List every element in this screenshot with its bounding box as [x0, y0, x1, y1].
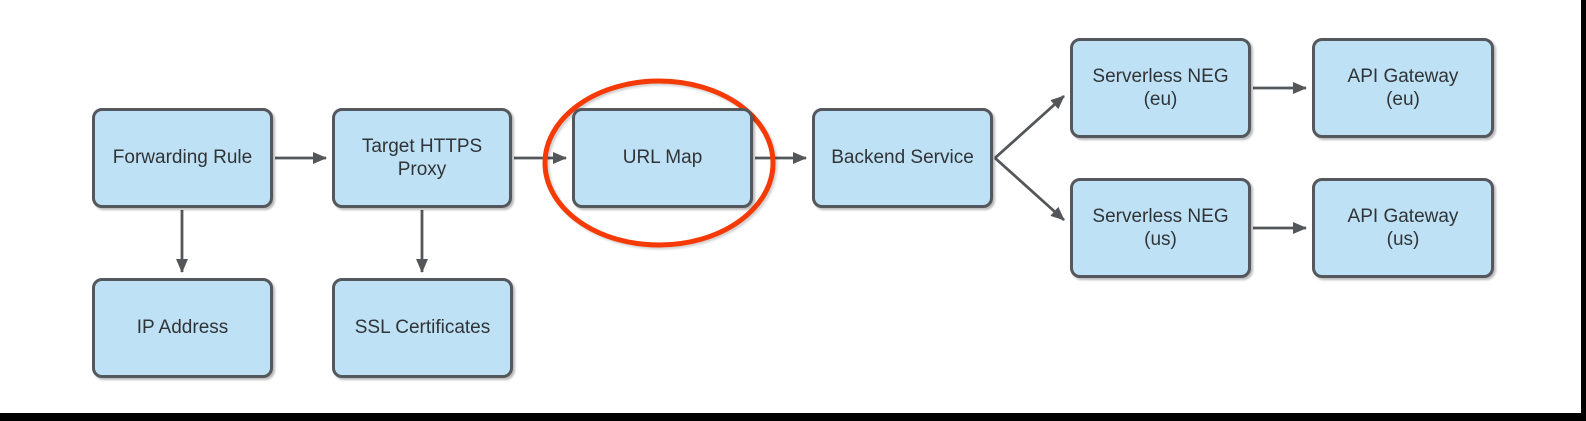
arrow-backend-service-to-serverless-neg-us [994, 156, 1065, 222]
node-target-https-proxy-label: Target HTTPS Proxy [361, 135, 483, 180]
window-edge-right [1581, 0, 1586, 421]
node-serverless-neg-eu-label: Serverless NEG (eu) [1092, 65, 1229, 110]
node-ip-address-label: IP Address [136, 317, 229, 339]
arrow-backend-service-to-serverless-neg-eu [994, 94, 1065, 160]
node-forwarding-rule-label: Forwarding Rule [112, 147, 253, 169]
node-serverless-neg-eu: Serverless NEG (eu) [1070, 38, 1251, 138]
node-target-https-proxy: Target HTTPS Proxy [332, 108, 512, 208]
node-url-map: URL Map [572, 108, 753, 208]
node-backend-service-label: Backend Service [831, 147, 974, 169]
node-backend-service: Backend Service [812, 108, 993, 208]
node-forwarding-rule: Forwarding Rule [92, 108, 273, 208]
node-ip-address: IP Address [92, 278, 273, 378]
node-ssl-certificates-label: SSL Certificates [354, 317, 491, 339]
node-api-gateway-eu: API Gateway (eu) [1312, 38, 1494, 138]
node-ssl-certificates: SSL Certificates [332, 278, 513, 378]
node-serverless-neg-us-label: Serverless NEG (us) [1092, 205, 1229, 250]
node-api-gateway-us-label: API Gateway (us) [1347, 205, 1459, 250]
node-serverless-neg-us: Serverless NEG (us) [1070, 178, 1251, 278]
node-api-gateway-us: API Gateway (us) [1312, 178, 1494, 278]
node-api-gateway-eu-label: API Gateway (eu) [1347, 65, 1459, 110]
window-edge-bottom [0, 413, 1586, 421]
node-url-map-label: URL Map [622, 147, 703, 169]
